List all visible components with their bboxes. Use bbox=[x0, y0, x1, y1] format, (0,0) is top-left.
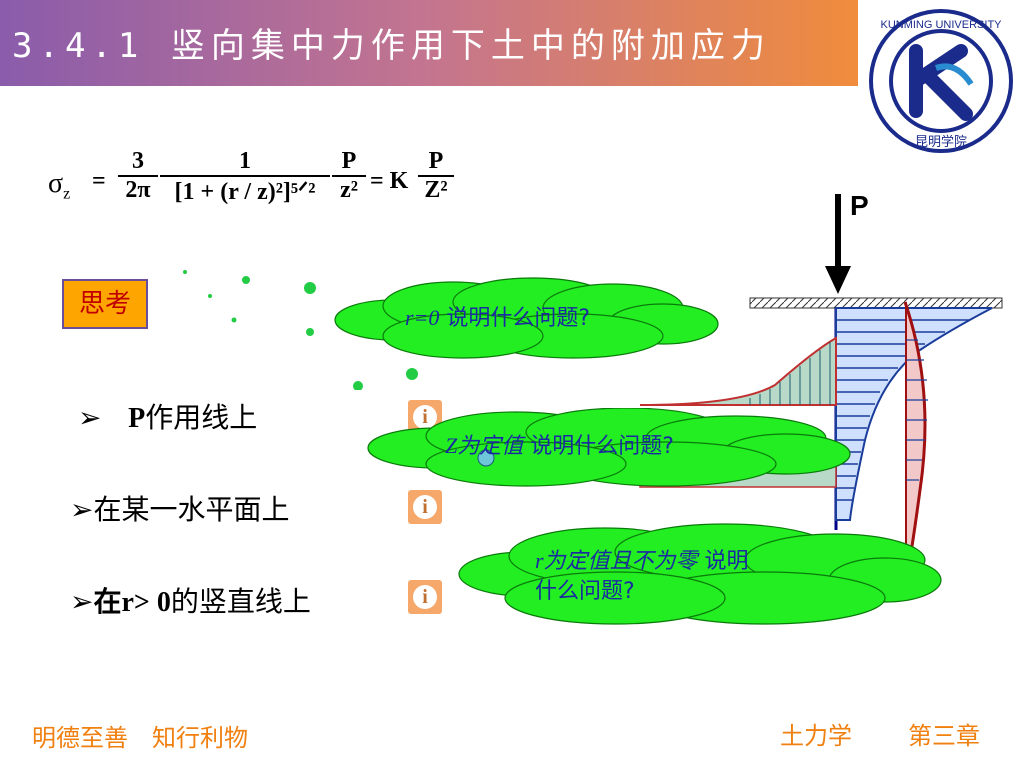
info-icon[interactable]: i bbox=[408, 580, 442, 614]
formula-eq2: = K bbox=[370, 168, 409, 194]
fraction-2: 1[1 + (r / z)²]⁵ᐟ² bbox=[160, 148, 330, 206]
stress-distribution-horizontal bbox=[639, 336, 837, 406]
cloud-callout-2 bbox=[367, 408, 851, 487]
cloud-text-1: r=0 说明什么问题? bbox=[405, 305, 591, 331]
footer-chapter: 第三章 bbox=[908, 722, 980, 750]
ground-surface bbox=[749, 297, 1003, 309]
footer-course: 土力学 bbox=[780, 722, 852, 750]
bullet-vertical-line: ➢在r> 0的竖直线上 bbox=[70, 585, 311, 618]
logo-bottom-text: 昆明学院 bbox=[915, 134, 967, 150]
page-title: 3.4.1 竖向集中力作用下土中的附加应力 bbox=[12, 26, 771, 66]
load-label: P bbox=[850, 190, 869, 221]
university-logo: KUNMING UNIVERSITY 昆明学院 bbox=[869, 9, 1013, 153]
footer-motto: 明德至善 知行利物 bbox=[32, 724, 248, 752]
bullet-p-line: ➢ P作用线上 bbox=[78, 401, 258, 434]
cloud-callout-1 bbox=[334, 277, 719, 359]
cloud-callout-3 bbox=[458, 523, 942, 625]
title-bar bbox=[0, 0, 858, 86]
logo-ring-text: KUNMING UNIVERSITY bbox=[880, 19, 1002, 31]
cloud-text-2: Z为定值 说明什么问题? bbox=[445, 433, 674, 459]
stress-distribution-vertical bbox=[835, 307, 993, 521]
formula-eq: = bbox=[92, 168, 106, 194]
think-label: 思考 bbox=[62, 279, 148, 329]
thought-dots bbox=[183, 270, 418, 390]
info-icon[interactable]: i bbox=[408, 490, 442, 524]
bullet-horizontal-plane: ➢在某一水平面上 bbox=[70, 493, 290, 526]
cloud-text-3: r为定值且不为零 说明 什么问题? bbox=[535, 548, 749, 604]
formula-lhs: σz bbox=[48, 168, 71, 203]
